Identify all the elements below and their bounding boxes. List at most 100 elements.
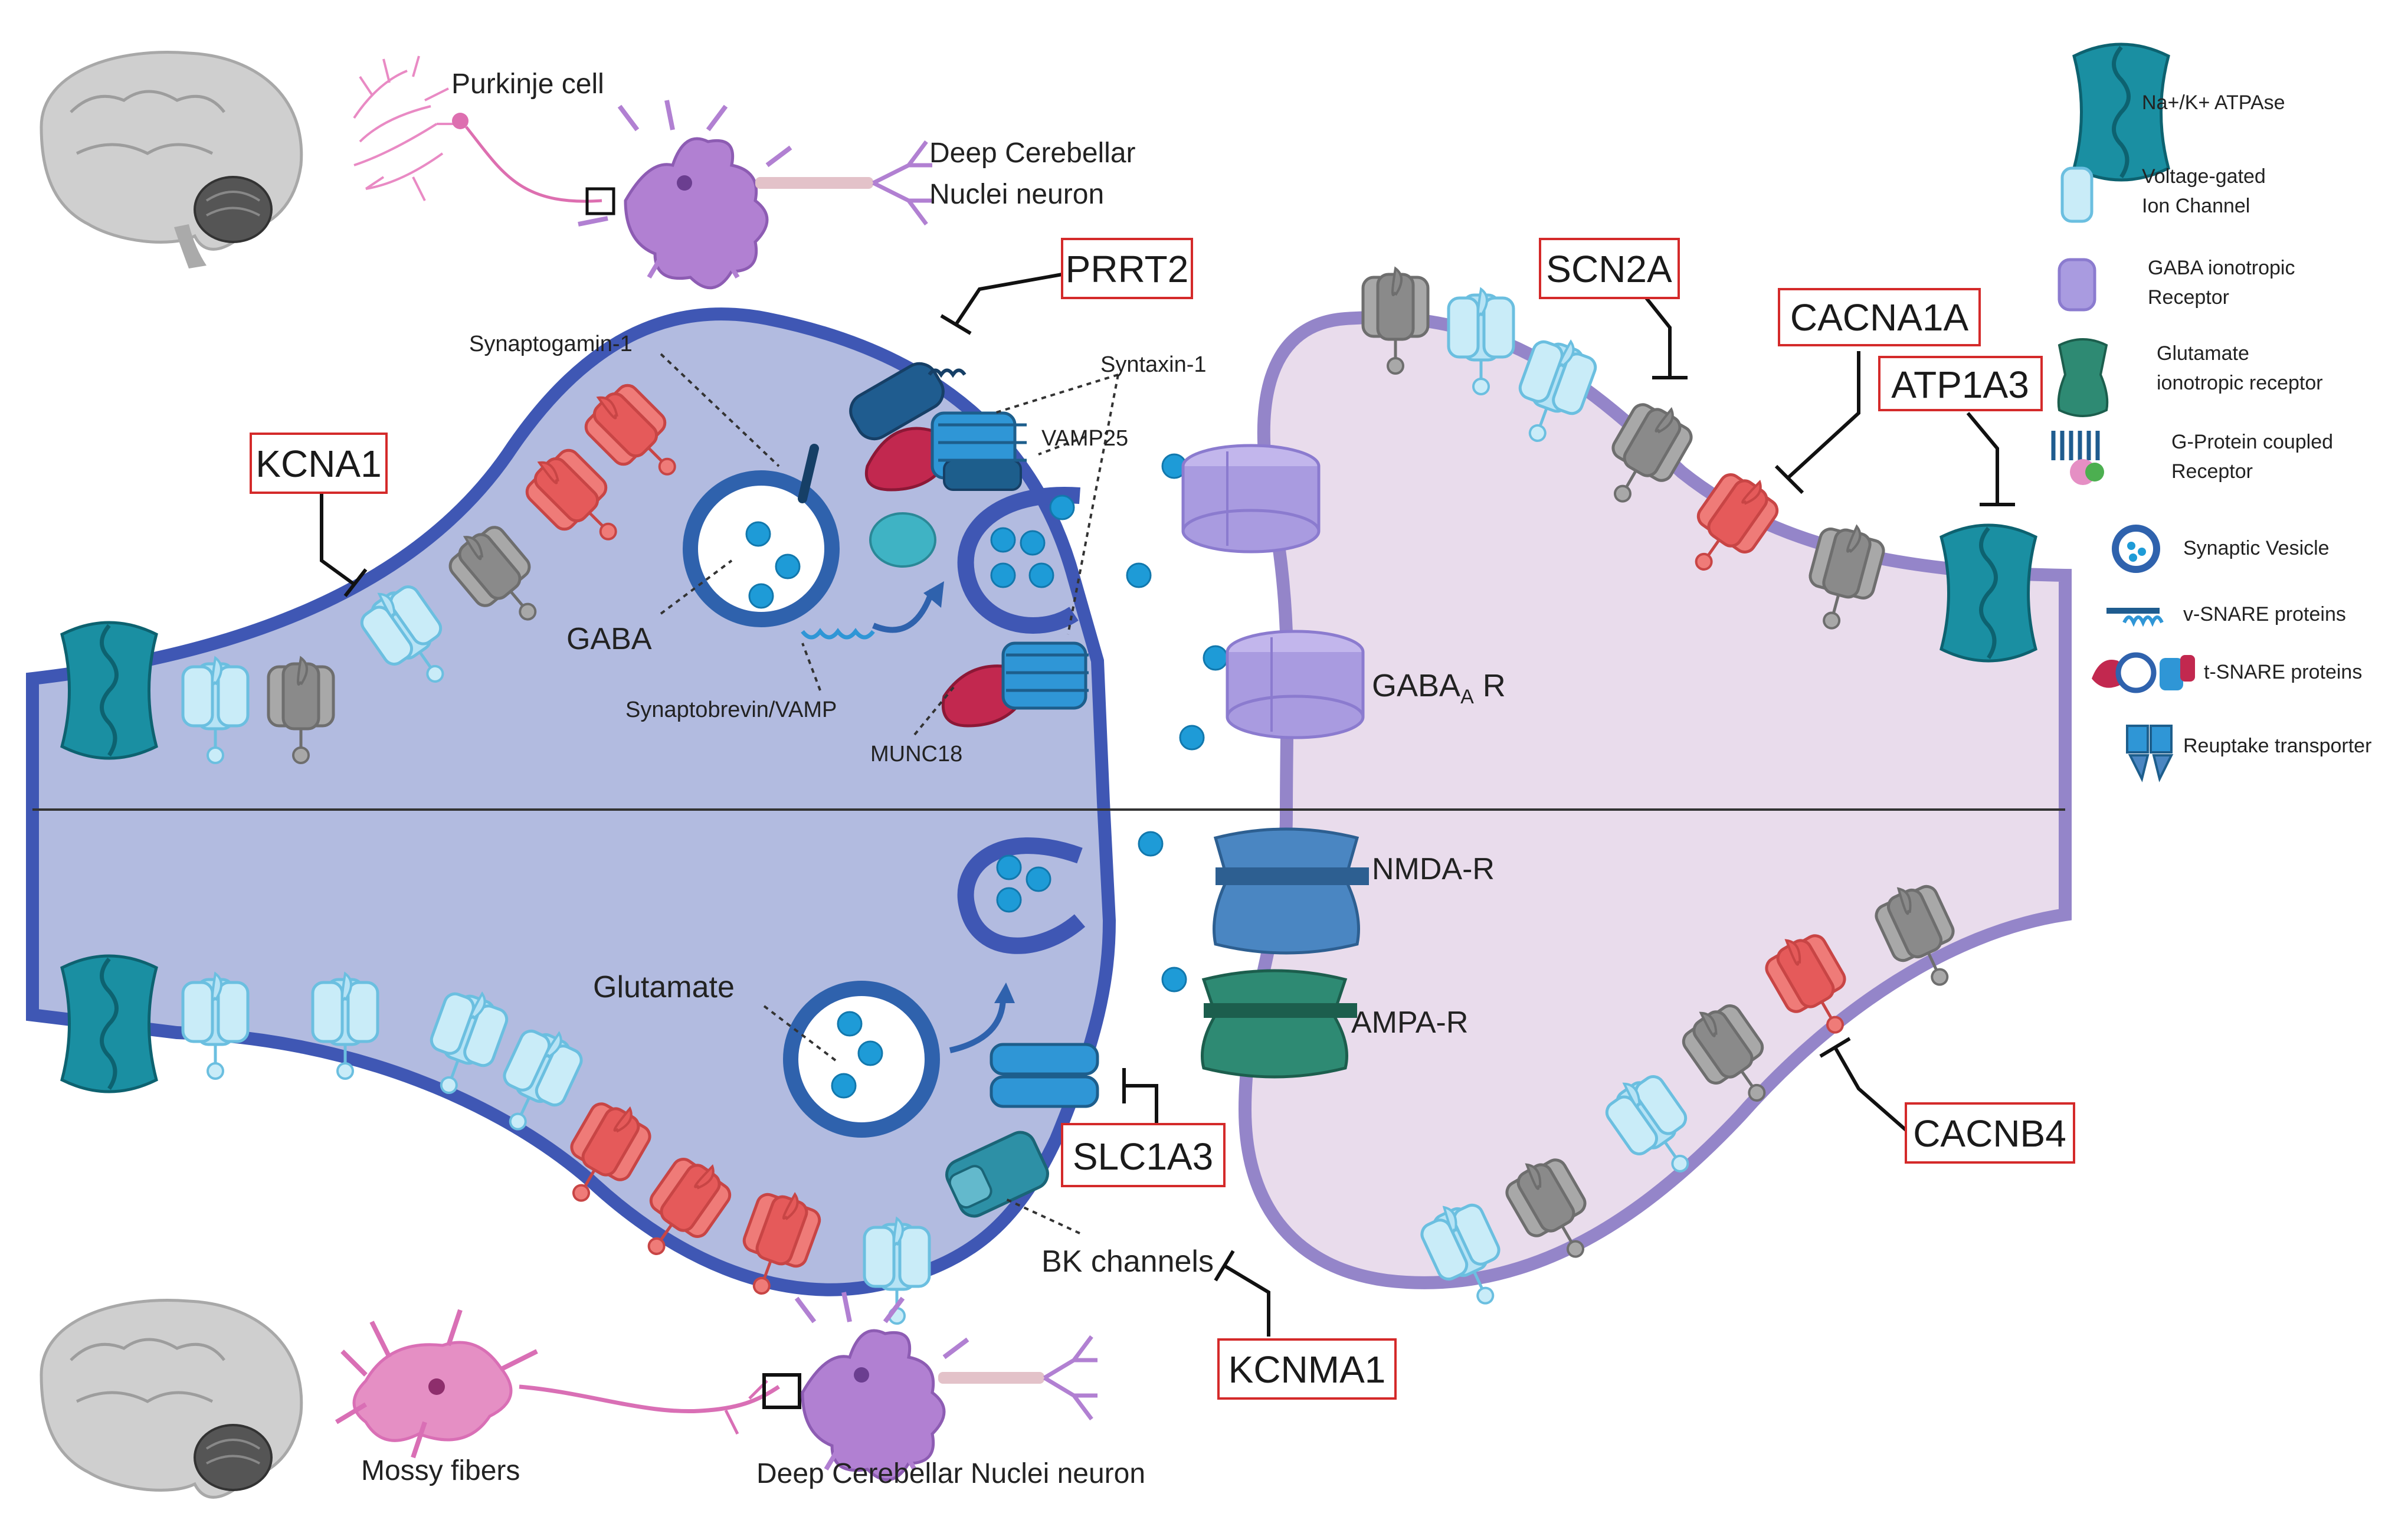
glutamate-molecule [996, 854, 1022, 880]
glutamate-molecule [1026, 866, 1051, 892]
glutamate-molecule [837, 1011, 863, 1037]
synaptobrevin-label: Synaptobrevin/VAMP [625, 697, 837, 722]
legend-gaba-line1: GABA ionotropic [2148, 257, 2295, 279]
purkinje-label: Purkinje cell [451, 68, 604, 100]
gaba-receptor-icon [1183, 446, 1319, 552]
bk-channels-label: BK channels [1041, 1244, 1214, 1279]
gene-scn2a: SCN2A [1546, 248, 1672, 290]
legend-gaba-line2: Receptor [2148, 286, 2229, 309]
legend-reuptake: Reuptake transporter [2183, 735, 2371, 757]
glutamate-molecule [996, 887, 1022, 913]
brain-icon-top [40, 51, 303, 268]
synapse-zoom-box-bottom [762, 1373, 801, 1409]
gene-box-atp1a3: ATP1A3 [1878, 356, 2043, 411]
brain-icon-bottom [40, 1299, 303, 1499]
legend: Na+/K+ ATPAse Voltage-gated Ion Channel … [2051, 44, 2371, 782]
dcn-neuron-icon-top [578, 100, 932, 290]
gaba-molecule [1179, 725, 1205, 751]
glutamate-molecule [857, 1040, 883, 1066]
gaba-molecule [1020, 530, 1046, 556]
gaba-a-receptor-label: GABAA R [1372, 668, 1506, 708]
gaba-molecule [1203, 645, 1228, 671]
gaba-molecule [990, 562, 1016, 588]
dcn-label-bottom: Deep Cerebellar Nuclei neuron [756, 1458, 1145, 1489]
legend-glu-line1: Glutamate [2157, 342, 2249, 365]
munc18-protein-icon [869, 512, 936, 568]
fusing-vesicle-top [957, 487, 1080, 634]
gaba-molecule [775, 553, 801, 579]
na-k-atpase-icon [62, 956, 156, 1092]
dcn-label-top-line1: Deep Cerebellar [929, 137, 1136, 169]
gaba-molecule [1126, 562, 1152, 588]
gene-box-slc1a3: SLC1A3 [1061, 1123, 1226, 1187]
purkinje-cell-icon [353, 55, 602, 203]
gaba-molecule [990, 527, 1016, 553]
snare-complex-top [865, 411, 1027, 492]
gene-cacna1a: CACNA1A [1790, 296, 1969, 339]
legend-vesicle: Synaptic Vesicle [2183, 537, 2330, 559]
gaba-molecule [1049, 494, 1075, 520]
glutamate-molecule [831, 1073, 857, 1099]
ampa-receptor-icon [1201, 969, 1357, 1079]
snare-complex-bottom [941, 641, 1089, 728]
synaptobrevin-coil [801, 628, 875, 640]
legend-tsnare-icon [2092, 652, 2195, 693]
label-leaders [660, 353, 1119, 1234]
dcn-label-top-line2: Nuclei neuron [929, 179, 1104, 210]
legend-tsnare: t-SNARE proteins [2204, 661, 2362, 683]
legend-glu-line2: ionotropic receptor [2157, 372, 2323, 394]
munc18-label: MUNC18 [870, 742, 962, 767]
legend-vsnare: v-SNARE proteins [2183, 603, 2346, 625]
legend-nak: Na+/K+ ATPAse [2142, 91, 2285, 114]
legend-vesicle-icon [2112, 525, 2160, 573]
slc1a3-transporter-icon [990, 1043, 1099, 1108]
gene-box-cacnb4: CACNB4 [1905, 1102, 2075, 1164]
prrt2-linker [928, 368, 967, 378]
na-k-atpase-icon [62, 623, 156, 758]
exocytosis-arrowhead [994, 982, 1015, 1003]
gene-box-prrt2: PRRT2 [1061, 238, 1193, 299]
gene-prrt2: PRRT2 [1066, 248, 1189, 290]
synaptogamin-label: Synaptogamin-1 [469, 332, 633, 356]
vamp25-label: VAMP25 [1041, 426, 1128, 451]
legend-gpcr-icon [2051, 431, 2104, 485]
dcn-neuron-icon-bottom [794, 1292, 1097, 1482]
gene-box-kcnma1: KCNMA1 [1217, 1338, 1397, 1400]
legend-gaba-icon [2058, 258, 2096, 312]
legend-vg-line2: Ion Channel [2142, 195, 2250, 217]
exocytosis-arrowhead [923, 581, 944, 608]
ampa-receptor-label: AMPA-R [1351, 1005, 1468, 1040]
mossy-fibers-label: Mossy fibers [361, 1455, 520, 1486]
gene-kcna1: KCNA1 [255, 443, 381, 485]
legend-glu-icon [2057, 338, 2109, 417]
gene-box-cacna1a: CACNA1A [1778, 288, 1981, 346]
nmda-receptor-label: NMDA-R [1372, 852, 1495, 886]
exocytosis-arrow [872, 589, 935, 633]
gene-slc1a3: SLC1A3 [1073, 1135, 1213, 1178]
glutamate-molecule [1161, 967, 1187, 993]
prrt2-protein-icon [849, 362, 945, 441]
gene-atp1a3: ATP1A3 [1891, 363, 2029, 406]
inhibition-lines [320, 273, 2015, 1337]
mossy-fiber-icon [335, 1309, 780, 1459]
legend-vg-icon [2060, 166, 2094, 223]
gene-box-scn2a: SCN2A [1539, 238, 1680, 299]
fusing-vesicle-bottom [957, 837, 1086, 954]
gaba-molecule [1028, 562, 1054, 588]
legend-reuptake-icon [2126, 725, 2174, 782]
legend-gpcr-line1: G-Protein coupled [2171, 431, 2333, 453]
gaba-molecule [748, 583, 774, 609]
glutamate-label: Glutamate [593, 970, 735, 1004]
synaptogamin-stick [798, 444, 819, 503]
voltage-gated-channel-icon [183, 974, 248, 1079]
gene-kcnma1: KCNMA1 [1228, 1348, 1386, 1391]
gene-box-kcna1: KCNA1 [250, 433, 388, 494]
glutamate-molecule [1138, 831, 1164, 857]
atp1a3-pump-icon [1941, 525, 2036, 661]
nmda-receptor-icon [1213, 827, 1369, 955]
exocytosis-arrow [949, 997, 1006, 1053]
synapse-zoom-box-top [585, 187, 615, 215]
gaba-label: GABA [566, 622, 652, 656]
legend-vsnare-icon [2106, 608, 2164, 627]
